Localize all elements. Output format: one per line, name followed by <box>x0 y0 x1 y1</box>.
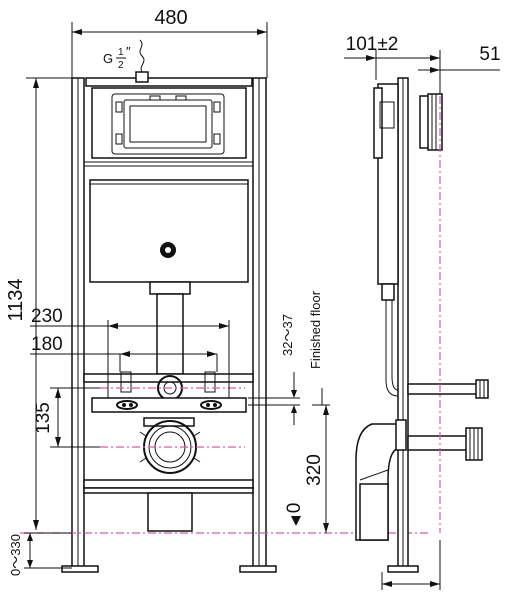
span-outer-label: 230 <box>31 306 63 327</box>
span-inner-label: 180 <box>31 334 63 355</box>
thread-prefix: G <box>103 51 113 66</box>
finished-floor-label: Finished floor <box>308 290 323 369</box>
floor-annotation: 32～37 Finished floor <box>248 290 323 425</box>
outlet-box <box>147 492 193 532</box>
drain-height-label: 135 <box>33 402 54 434</box>
width-dimension: 480 <box>71 7 268 78</box>
right-foot <box>239 565 277 573</box>
cistern-side <box>373 83 443 397</box>
side-view: 101±2 51 <box>344 34 501 590</box>
flush-plate <box>91 87 247 159</box>
depth-dimensions: 101±2 51 <box>344 34 501 100</box>
zero-label: 0 <box>284 503 305 514</box>
thread-denominator: 2 <box>118 60 124 71</box>
height-label: 1134 <box>5 278 27 321</box>
left-foot <box>61 565 99 573</box>
outlet-height-label: 320 <box>304 454 325 486</box>
height-dimension: 1134 <box>5 77 72 530</box>
outlet-dimension: 320 <box>304 404 330 533</box>
thread-numerator: 1 <box>118 47 124 58</box>
depth-label: 101±2 <box>346 34 399 55</box>
thread-mark: ″ <box>126 44 131 59</box>
gap-label: 32～37 <box>280 314 295 356</box>
offset-label: 51 <box>479 44 500 65</box>
drain-dimension: 135 <box>33 387 100 448</box>
drain-pipe-side <box>355 419 407 541</box>
span-dimensions: 230 180 <box>30 306 230 398</box>
width-label: 480 <box>154 7 187 29</box>
drain-bend <box>139 417 201 474</box>
front-view: 480 G 1 2 ″ 1134 <box>5 7 430 576</box>
zero-marker: 0 <box>284 503 305 526</box>
adjust-label: 0～330 <box>8 534 23 576</box>
side-connectors <box>407 379 489 461</box>
cistern <box>84 161 253 375</box>
adjust-dimension: 0～330 <box>8 532 72 576</box>
bolt-plates <box>91 371 247 413</box>
